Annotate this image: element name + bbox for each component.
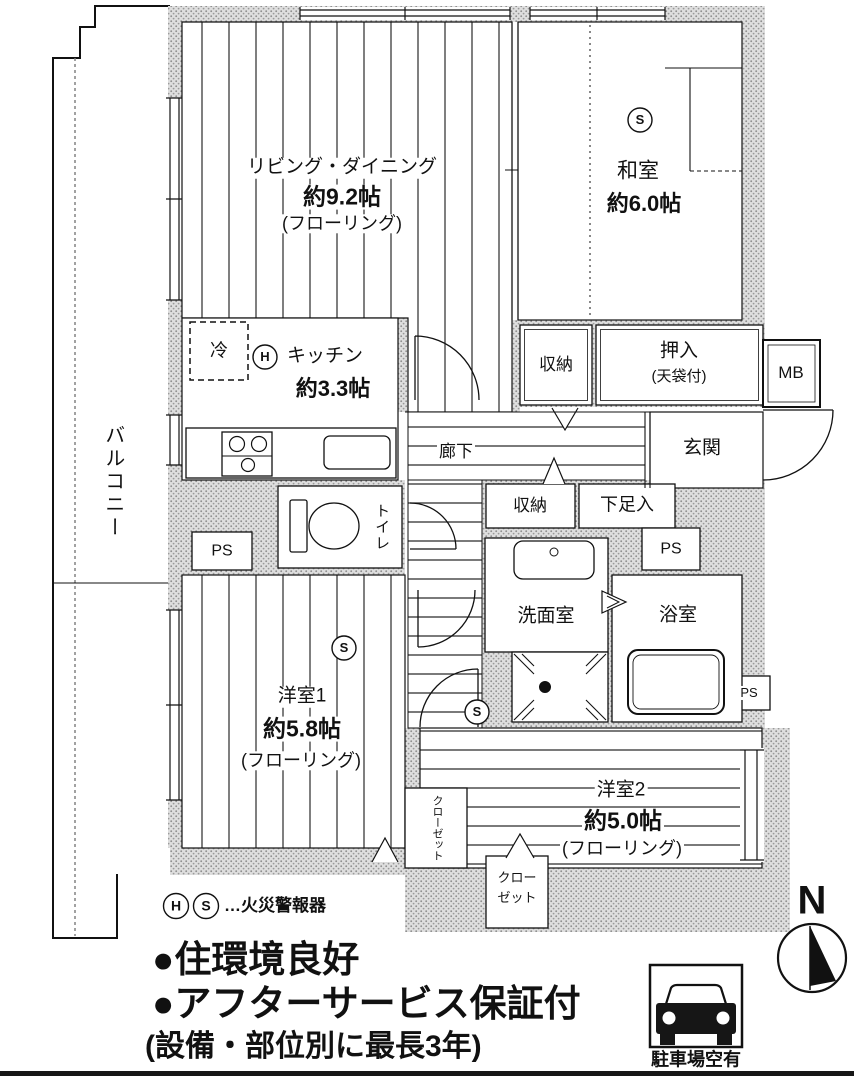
legend-fire-alarm: …火災警報器 xyxy=(224,895,326,915)
label-western2-floor: (フローリング) xyxy=(560,838,684,859)
washitsu-details xyxy=(505,22,742,320)
label-western1: 洋室1 xyxy=(275,685,329,708)
washbasin-icon xyxy=(513,540,595,580)
label-storage-mid: 収納 xyxy=(511,495,549,516)
label-oshiire: 押入 xyxy=(657,340,701,363)
washroom-fixtures xyxy=(511,540,609,723)
label-western2-size: 約5.0帖 xyxy=(582,807,664,834)
label-closet2-line2: ゼット xyxy=(497,889,537,905)
label-meter-box: MB xyxy=(776,362,806,383)
label-western1-size: 約5.8帖 xyxy=(261,715,343,742)
legend-h-letter: H xyxy=(170,897,182,914)
label-western1-floor: (フローリング) xyxy=(239,750,363,771)
label-shoe-cabinet: 下足入 xyxy=(598,494,656,515)
car-icon xyxy=(648,963,744,1049)
sensor-s-washitsu: S xyxy=(635,111,645,127)
kitchen-fixtures xyxy=(185,321,397,479)
note-after-service: ●アフターサービス保証付 xyxy=(152,983,581,1024)
label-oshiire-note: (天袋付) xyxy=(649,367,709,386)
label-kitchen-size: 約3.3帖 xyxy=(293,376,373,402)
label-ps-right: PS xyxy=(658,540,684,558)
label-closet2-line1: クロー xyxy=(497,869,537,885)
closet-door-marks xyxy=(371,407,579,863)
label-storage-top: 収納 xyxy=(537,354,575,375)
label-western2: 洋室2 xyxy=(594,779,648,802)
label-balcony: バルコニー xyxy=(99,424,125,540)
balcony-outline xyxy=(52,5,170,939)
sensor-s-corridor: S xyxy=(472,703,482,719)
entrance-door-arc xyxy=(762,409,834,481)
sensor-h-kitchen: H xyxy=(260,348,270,364)
western2-window xyxy=(740,748,764,862)
toilet-icon xyxy=(289,499,360,553)
label-living-dining: リビング・ダイニング xyxy=(244,156,440,179)
toilet-door-arc xyxy=(409,502,457,550)
label-closet-vertical: クローゼット xyxy=(430,795,443,861)
north-windows xyxy=(299,7,666,20)
bathroom-door-icon xyxy=(601,590,628,614)
stove-icon xyxy=(221,431,273,477)
label-fridge: 冷 xyxy=(208,340,230,361)
sink-icon xyxy=(323,435,391,470)
note-warranty-detail: (設備・部位別に最長3年) xyxy=(145,1030,482,1063)
label-washitsu: 和室 xyxy=(615,159,661,184)
western1-door-arc xyxy=(417,589,476,648)
label-ps-left: PS xyxy=(209,542,235,560)
label-genkan: 玄関 xyxy=(680,437,724,460)
label-ps-bath: PS xyxy=(738,684,760,701)
bathtub-icon xyxy=(627,649,725,715)
label-washroom: 洗面室 xyxy=(515,605,577,628)
label-bathroom: 浴室 xyxy=(656,604,700,627)
label-toilet: トイレ xyxy=(370,503,392,551)
note-environment: ●住環境良好 xyxy=(152,939,360,980)
living-door-arc xyxy=(414,335,480,401)
label-living-dining-size: 約9.2帖 xyxy=(301,183,383,210)
compass-icon xyxy=(776,922,848,994)
laundry-pan-icon xyxy=(511,651,609,723)
sensor-circles xyxy=(162,107,653,920)
genkan-step xyxy=(405,411,763,488)
door-arcs xyxy=(409,335,834,728)
label-washitsu-size: 約6.0帖 xyxy=(604,191,684,217)
label-living-dining-floor: (フローリング) xyxy=(280,213,404,234)
page-edge-line xyxy=(0,1071,854,1076)
label-hallway: 廊下 xyxy=(437,441,475,462)
compass-north-label: N xyxy=(797,878,827,923)
legend-s-letter: S xyxy=(201,897,211,914)
label-kitchen: キッチン xyxy=(284,345,366,368)
parking-label: 駐車場空有 xyxy=(651,1049,741,1070)
balcony-windows xyxy=(166,97,184,801)
sensor-s-western1: S xyxy=(339,639,349,655)
